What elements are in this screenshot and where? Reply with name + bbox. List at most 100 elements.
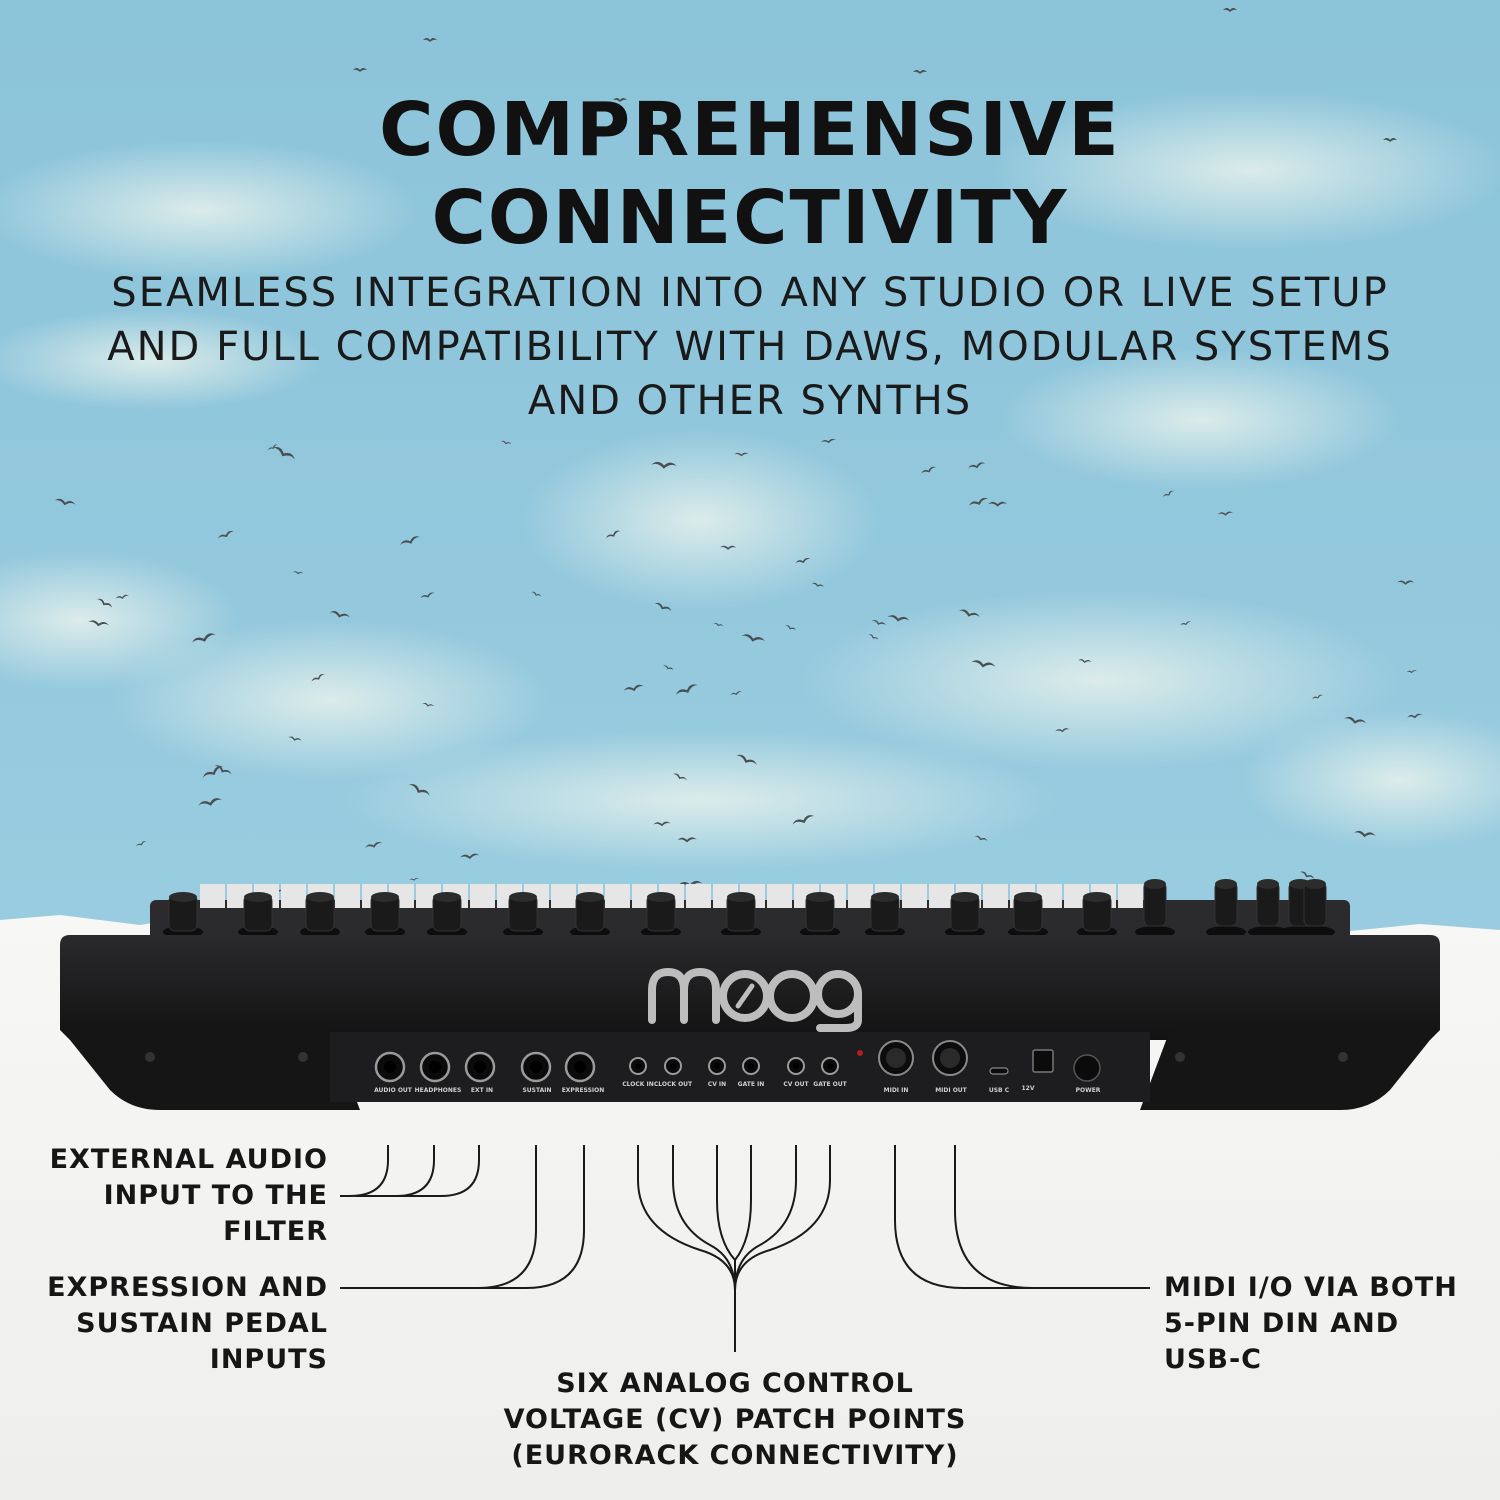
cv-out-jack[interactable] xyxy=(787,1057,805,1075)
bird-icon xyxy=(792,815,815,825)
knob[interactable] xyxy=(163,892,203,938)
synth-left-end xyxy=(62,1030,360,1110)
white-key[interactable] xyxy=(902,884,927,908)
clock-in-jack[interactable] xyxy=(629,1057,647,1075)
bird-icon xyxy=(913,70,927,74)
callout-external-audio-line-3: FILTER xyxy=(223,1216,328,1247)
knob[interactable] xyxy=(300,892,340,938)
knob[interactable] xyxy=(800,892,840,938)
white-key[interactable] xyxy=(929,884,954,908)
label-expression: EXPRESSION xyxy=(562,1087,605,1094)
knob[interactable] xyxy=(238,892,278,938)
headphones-jack[interactable] xyxy=(419,1051,451,1083)
bird-icon xyxy=(678,880,703,888)
bird-icon xyxy=(423,38,437,42)
white-key[interactable] xyxy=(281,884,306,908)
white-key[interactable] xyxy=(848,884,873,908)
gate-out-jack[interactable] xyxy=(821,1057,839,1075)
bird-icon xyxy=(820,438,837,444)
synth-right-end xyxy=(1140,1030,1438,1110)
bird-icon xyxy=(677,837,697,843)
midi-in-port[interactable] xyxy=(878,1040,914,1076)
bird-icon xyxy=(1055,728,1070,733)
bird-icon xyxy=(1407,713,1423,719)
knob[interactable] xyxy=(1206,879,1246,938)
expression-jack[interactable] xyxy=(564,1051,596,1083)
callout-pedal-inputs-line-2: SUSTAIN PEDAL xyxy=(76,1308,328,1339)
knob[interactable] xyxy=(1135,879,1175,938)
callout-external-audio-line-2: INPUT TO THE xyxy=(103,1180,328,1211)
ext-in-jack[interactable] xyxy=(464,1051,496,1083)
white-key[interactable] xyxy=(470,884,495,908)
knob[interactable] xyxy=(570,892,610,938)
callout-external-audio: EXTERNAL AUDIO INPUT TO THE FILTER xyxy=(20,1142,328,1250)
bird-icon xyxy=(1217,511,1234,516)
bird-icon xyxy=(623,684,644,692)
bird-icon xyxy=(1383,138,1397,142)
bird-icon xyxy=(663,665,674,671)
bird-icon xyxy=(1077,659,1092,663)
usb-c-port[interactable] xyxy=(989,1067,1009,1075)
white-key[interactable] xyxy=(983,884,1008,908)
bird-icon xyxy=(1344,716,1367,724)
callout-cv-patch-line-3: (EURORACK CONNECTIVITY) xyxy=(511,1440,959,1471)
cv-in-jack[interactable] xyxy=(708,1057,726,1075)
dc-power-jack[interactable] xyxy=(1032,1049,1054,1073)
knob[interactable] xyxy=(1295,879,1335,938)
bird-icon xyxy=(741,634,765,642)
gate-in-jack[interactable] xyxy=(742,1057,760,1075)
knob[interactable] xyxy=(641,892,681,938)
knob[interactable] xyxy=(945,892,985,938)
white-key[interactable] xyxy=(767,884,792,908)
bird-icon xyxy=(88,620,109,627)
subheading-line-2: AND FULL COMPATIBILITY WITH DAWS, MODULA… xyxy=(107,324,1393,370)
white-key[interactable] xyxy=(686,884,711,908)
bird-icon xyxy=(719,545,737,550)
power-button[interactable] xyxy=(1073,1054,1101,1082)
callout-cv-patch-line-1: SIX ANALOG CONTROL xyxy=(556,1368,914,1399)
knob[interactable] xyxy=(503,892,543,938)
bird-icon xyxy=(871,620,886,626)
label-ext-in: EXT IN xyxy=(471,1087,493,1094)
callout-midi-io-line-2: 5-PIN DIN AND xyxy=(1164,1308,1400,1339)
audio-out-jack[interactable] xyxy=(374,1051,406,1083)
bird-icon xyxy=(1180,621,1192,626)
bird-icon xyxy=(730,691,742,696)
bird-icon xyxy=(288,736,302,741)
knob-row xyxy=(163,879,1335,938)
knob[interactable] xyxy=(1077,892,1117,938)
bird-icon xyxy=(191,633,216,643)
label-clock-out: CLOCK OUT xyxy=(654,1081,693,1088)
bird-icon xyxy=(400,536,421,546)
white-key[interactable] xyxy=(335,884,360,908)
knob[interactable] xyxy=(865,892,905,938)
bird-icon xyxy=(293,571,304,575)
bird-icon xyxy=(811,582,824,588)
headline-line-1: COMPREHENSIVE xyxy=(379,87,1121,173)
white-key[interactable] xyxy=(200,884,225,908)
bird-icon xyxy=(329,611,350,618)
bird-icon xyxy=(1396,580,1415,585)
knob[interactable] xyxy=(365,892,405,938)
knob[interactable] xyxy=(721,892,761,938)
bird-icon xyxy=(460,853,480,860)
sustain-jack[interactable] xyxy=(520,1051,552,1083)
white-key[interactable] xyxy=(551,884,576,908)
clock-out-jack[interactable] xyxy=(664,1057,682,1075)
knob[interactable] xyxy=(1008,892,1048,938)
bird-icon xyxy=(968,462,986,469)
white-key[interactable] xyxy=(1118,884,1143,908)
headline-line-2: CONNECTIVITY xyxy=(431,175,1069,261)
bird-icon xyxy=(795,558,811,564)
white-key[interactable] xyxy=(605,884,630,908)
label-usb-c: USB C xyxy=(989,1087,1010,1094)
midi-out-port[interactable] xyxy=(932,1040,968,1076)
label-gate-in: GATE IN xyxy=(738,1081,765,1088)
callout-midi-io: MIDI I/O VIA BOTH 5-PIN DIN AND USB-C xyxy=(1164,1270,1484,1378)
label-cv-out: CV OUT xyxy=(783,1081,809,1088)
label-12v: 12V xyxy=(1022,1085,1035,1092)
knob[interactable] xyxy=(427,892,467,938)
bird-icon xyxy=(365,842,383,848)
